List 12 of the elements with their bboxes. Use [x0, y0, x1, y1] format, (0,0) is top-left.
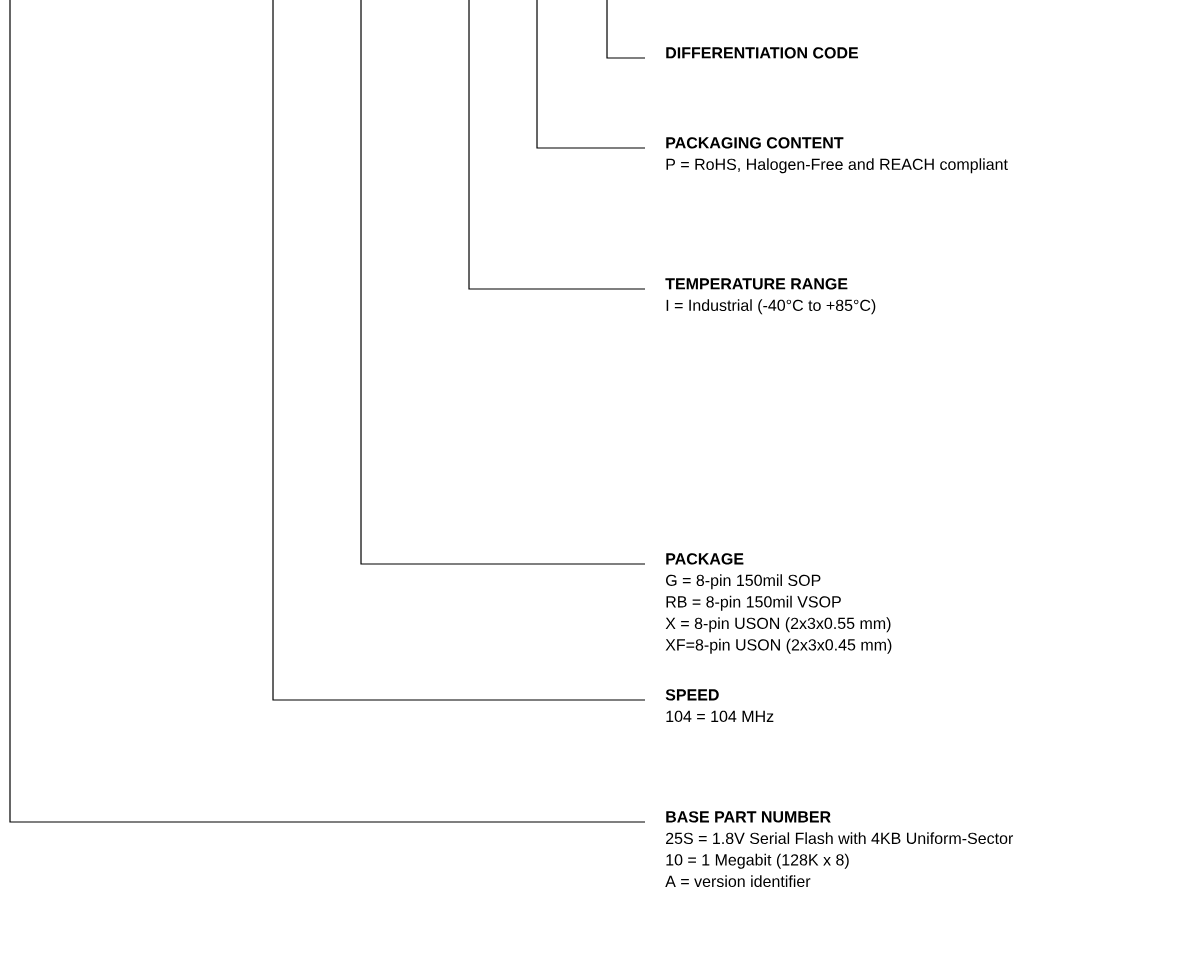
leader-line — [9, 0, 646, 823]
callout-text: TEMPERATURE RANGE I = Industrial (-40°C to +85°C) — [665, 278, 876, 315]
callout-text: BASE PART NUMBER 25S = 1.8V Serial Flash with 4KB Uniform-Sector 10 = 1 Megabit (128K x 8) A = version identifier — [665, 811, 1014, 888]
callout-text: PACKAGE G = 8-pin 150mil SOP RB = 8-pin 150mil VSOP X = 8-pin USON (2x3x0.55 mm) XF=8-pin USON (2x3x0.45 mm) — [665, 553, 892, 654]
leader-line — [536, 0, 646, 149]
leader-line — [360, 0, 646, 565]
callout-text: PACKAGING CONTENT P = RoHS, Halogen-Free and REACH compliant — [666, 137, 1008, 174]
callout-text: SPEED 104 = 104 MHz — [665, 689, 774, 723]
leader-line — [468, 0, 646, 290]
callout-text: DIFFERENTIATION CODE — [666, 47, 859, 59]
leader-line — [272, 0, 646, 701]
leader-line — [606, 0, 646, 59]
